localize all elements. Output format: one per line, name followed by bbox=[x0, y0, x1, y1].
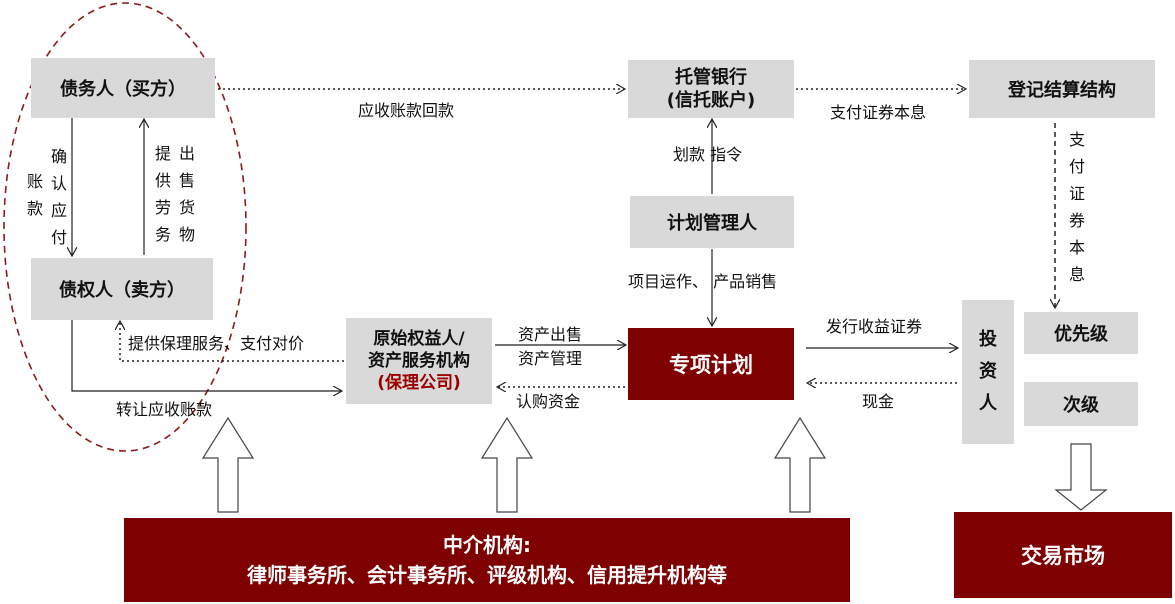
label-factoring-service: 提供保理服务、支付对价 bbox=[128, 334, 305, 353]
node-custodian-line1: 托管银行 bbox=[674, 66, 747, 88]
buyer-seller-ellipse bbox=[3, 2, 247, 452]
label-receivable-return: 应收账款回款 bbox=[358, 101, 455, 120]
node-investor: 投资人 bbox=[962, 300, 1014, 444]
node-junior-label: 次级 bbox=[1063, 395, 1099, 416]
node-junior-tranche: 次级 bbox=[1024, 382, 1138, 426]
block-arrow-down-market bbox=[1054, 443, 1108, 511]
block-arrow-up-1 bbox=[201, 416, 255, 513]
node-debtor-label: 债务人（买方） bbox=[60, 79, 186, 100]
node-registrar-label: 登记结算结构 bbox=[1008, 80, 1116, 101]
label-cash: 现金 bbox=[862, 392, 895, 411]
node-special-plan-label: 专项计划 bbox=[669, 353, 753, 377]
node-creditor: 债权人（卖方） bbox=[31, 258, 213, 320]
node-investor-label: 投资人 bbox=[979, 329, 997, 414]
node-debtor: 债务人（买方） bbox=[31, 58, 215, 118]
node-originator-line3: (保理公司) bbox=[377, 373, 461, 394]
node-plan-manager-label: 计划管理人 bbox=[667, 213, 757, 234]
node-custodian-bank: 托管银行 (信托账户) bbox=[628, 60, 794, 118]
node-intermediary: 中介机构: 律师事务所、会计事务所、评级机构、信用提升机构等 bbox=[124, 518, 850, 602]
node-intermediary-line1: 中介机构: bbox=[443, 533, 531, 557]
label-transfer-instruction: 划款 指令 bbox=[673, 145, 743, 164]
label-provide-goods-2: 提供劳务 bbox=[154, 144, 171, 244]
node-originator: 原始权益人/ 资产服务机构 (保理公司) bbox=[346, 318, 492, 404]
node-intermediary-line2: 律师事务所、会计事务所、评级机构、信用提升机构等 bbox=[247, 563, 727, 587]
node-special-plan: 专项计划 bbox=[628, 328, 794, 400]
block-arrow-up-2 bbox=[480, 416, 534, 513]
label-asset-sale: 资产出售 bbox=[518, 325, 583, 344]
node-plan-manager: 计划管理人 bbox=[630, 196, 794, 248]
label-confirm-payable-2: 账款 bbox=[26, 172, 43, 218]
label-pay-principal-interest-h: 支付证券本息 bbox=[830, 103, 927, 122]
label-confirm-payable-1: 确认应付 bbox=[50, 147, 67, 247]
label-transfer-receivable: 转让应收账款 bbox=[116, 400, 213, 419]
node-senior-tranche: 优先级 bbox=[1024, 312, 1138, 354]
node-market: 交易市场 bbox=[954, 512, 1172, 598]
node-registrar: 登记结算结构 bbox=[969, 60, 1155, 118]
arrow-creditor-to-originator bbox=[71, 320, 341, 391]
node-market-label: 交易市场 bbox=[1021, 544, 1105, 568]
node-creditor-label: 债权人（卖方） bbox=[59, 280, 185, 301]
node-custodian-line2: (信托账户) bbox=[666, 90, 756, 111]
label-provide-goods-1: 出售货物 bbox=[178, 144, 195, 244]
node-originator-line1: 原始权益人/ bbox=[373, 328, 465, 349]
label-subscription: 认购资金 bbox=[516, 392, 581, 411]
label-issue-securities: 发行收益证券 bbox=[826, 317, 923, 336]
arrow-originator-to-creditor bbox=[120, 322, 344, 362]
label-project-ops: 项目运作、 产品销售 bbox=[628, 272, 778, 291]
label-asset-management: 资产管理 bbox=[518, 349, 583, 368]
label-pay-principal-interest-v: 支付证券本息 bbox=[1068, 130, 1085, 284]
node-senior-label: 优先级 bbox=[1054, 324, 1108, 345]
node-originator-line2: 资产服务机构 bbox=[368, 350, 470, 371]
block-arrow-up-3 bbox=[773, 416, 827, 513]
